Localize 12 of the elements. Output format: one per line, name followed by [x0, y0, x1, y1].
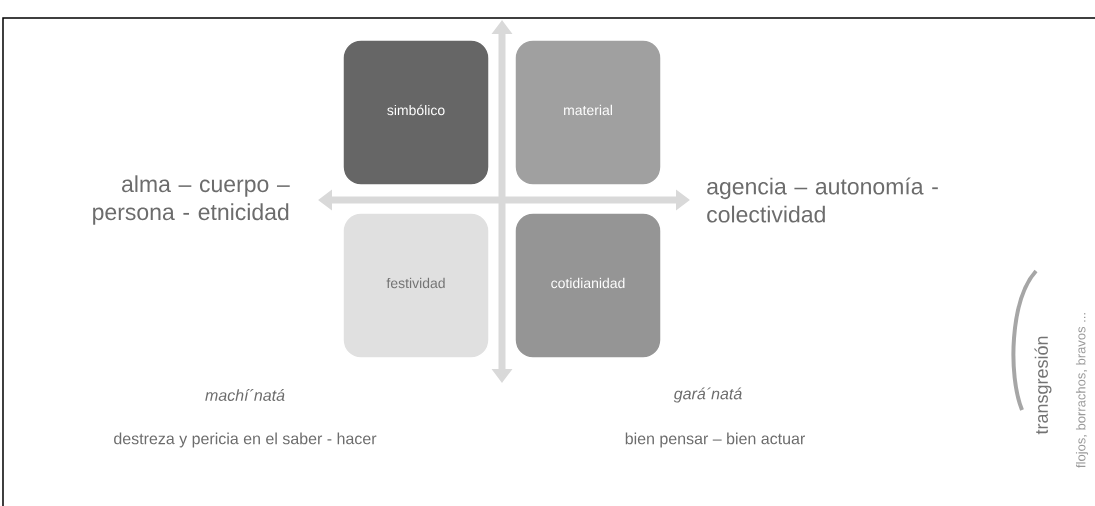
description-text: destreza y pericia en el saber - hacer	[114, 432, 377, 448]
rotated-label: transgresión	[1034, 336, 1052, 435]
axis-label: agencia – autonomía - colectividad	[707, 177, 938, 223]
term-label: machí´natá	[205, 389, 285, 401]
rotated-note: flojos, borrachos, bravos ...	[1075, 313, 1089, 468]
quadrant-box: cotidianidad	[514, 212, 662, 359]
quadrant-box: material	[514, 39, 662, 186]
term-label: gará´natá	[673, 387, 742, 403]
description-text: bien pensar – bien actuar	[625, 432, 805, 448]
axis-label: alma – cuerpo – persona - etnicidad	[93, 175, 290, 225]
quadrant-box: festividad	[342, 212, 490, 359]
quadrant-box: simbólico	[342, 39, 490, 186]
